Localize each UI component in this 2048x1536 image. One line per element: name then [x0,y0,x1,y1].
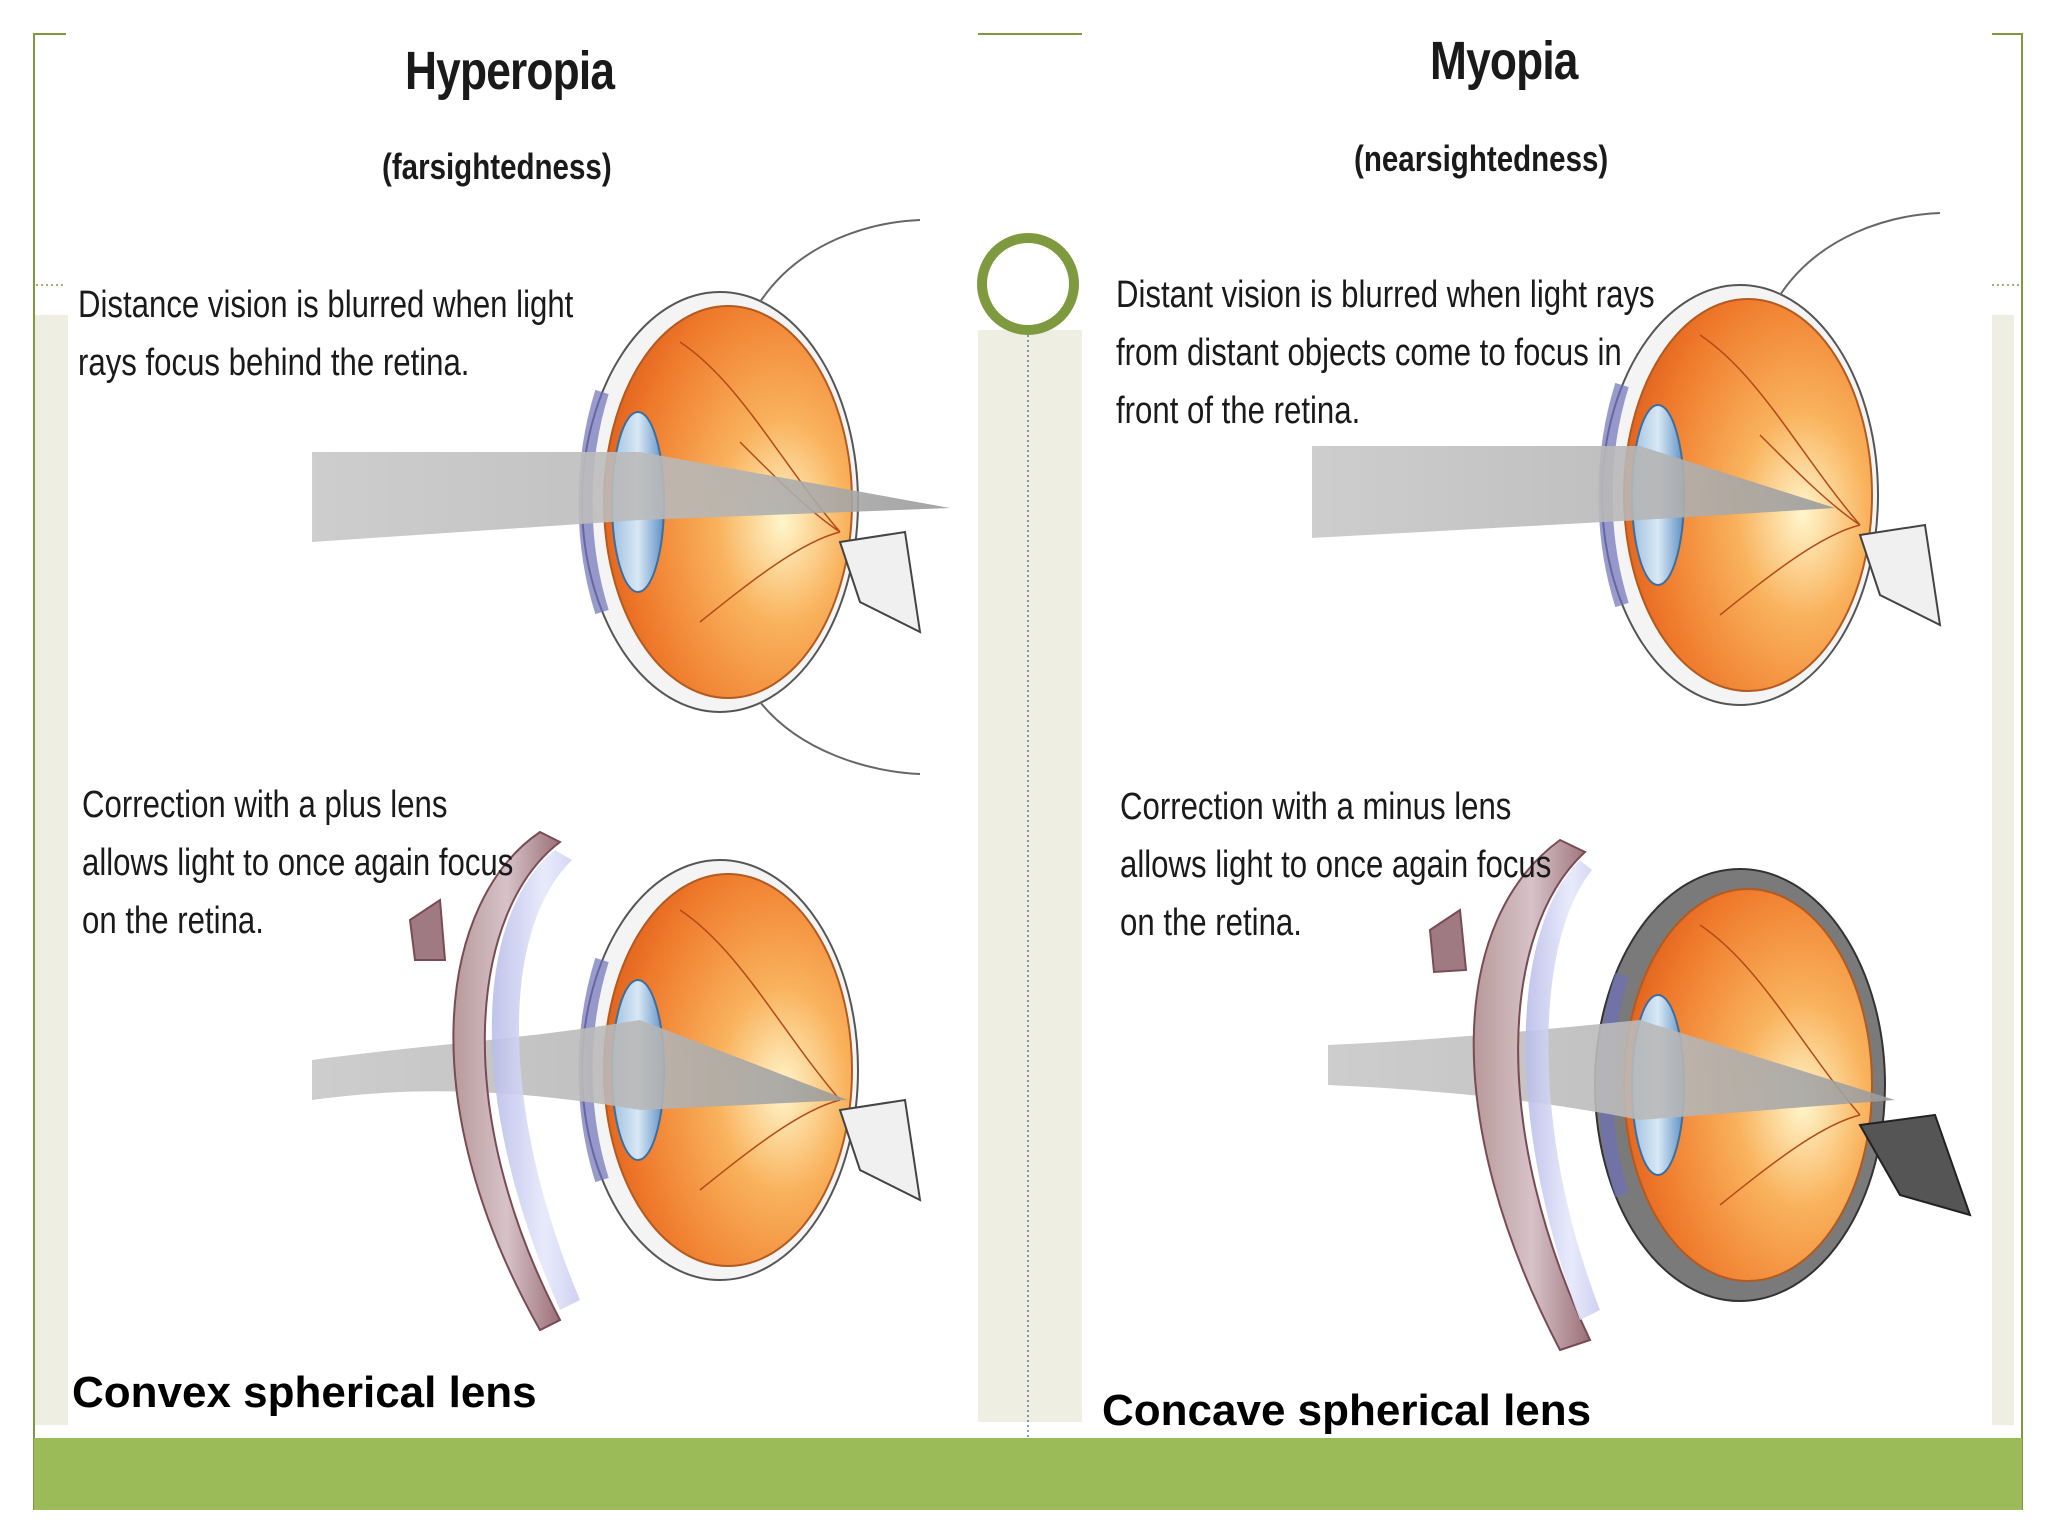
myopia-problem-line: front of the retina. [1116,390,1361,432]
hyperopia-correction-line: on the retina. [82,900,264,942]
hyperopia-title: Hyperopia [405,41,615,101]
myopia-subtitle: (nearsightedness) [1354,138,1609,179]
myopia-caption: Concave spherical lens [1102,1386,1592,1435]
myopia-correction-text: Correction with a minus lens allows ligh… [1120,778,1551,952]
hyperopia-problem-text: Distance vision is blurred when light ra… [78,276,573,392]
hyperopia-correction-line: Correction with a plus lens [82,784,448,826]
myopia-title: Myopia [1430,31,1578,91]
myopia-problem-line: Distant vision is blurred when light ray… [1116,274,1655,316]
hyperopia-problem-line: Distance vision is blurred when light [78,284,574,326]
myopia-problem-line: from distant objects come to focus in [1116,332,1622,374]
hyperopia-caption: Convex spherical lens [72,1368,537,1417]
hyperopia-correction-line: allows light to once again focus [82,842,514,884]
myopia-correction-line: Correction with a minus lens [1120,786,1512,828]
myopia-panel [1082,0,1992,1422]
hyperopia-problem-line: rays focus behind the retina. [78,342,470,384]
myopia-problem-text: Distant vision is blurred when light ray… [1116,266,1655,440]
hyperopia-subtitle: (farsightedness) [382,146,612,187]
hyperopia-correction-text: Correction with a plus lens allows light… [82,776,513,950]
hyperopia-panel [68,0,978,1422]
myopia-correction-line: allows light to once again focus [1120,844,1552,886]
myopia-correction-line: on the retina. [1120,902,1302,944]
